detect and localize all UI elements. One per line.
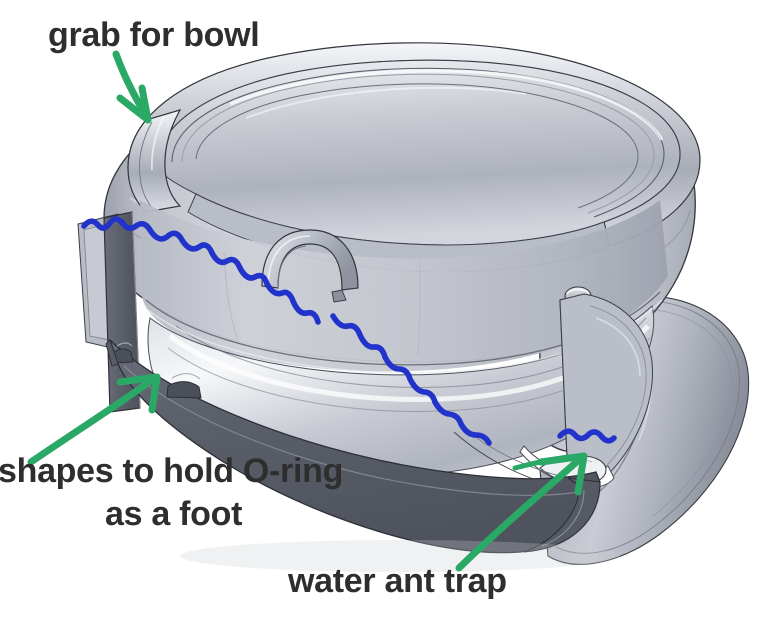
arrow-water-ant-trap	[455, 452, 588, 572]
skirt-right-corner	[523, 477, 601, 553]
annotation-label-o-ring-line2: as a foot	[105, 495, 243, 533]
arch-feature	[261, 229, 359, 303]
o-ring-notches	[111, 342, 202, 399]
annotation-label-grab-for-bowl: grab for bowl	[48, 16, 260, 54]
annotation-label-water-ant-trap: water ant trap	[288, 562, 507, 600]
right-shelf	[559, 293, 653, 483]
grab-tab	[127, 109, 182, 213]
bowl-model	[77, 42, 750, 572]
arrow-grab-for-bowl	[112, 50, 152, 124]
water-level-squiggle	[81, 216, 617, 446]
annotation-arrows	[27, 50, 588, 572]
arrow-o-ring-shapes	[27, 373, 161, 466]
annotation-label-o-ring-line1: shapes to hold O-ring	[0, 452, 344, 490]
